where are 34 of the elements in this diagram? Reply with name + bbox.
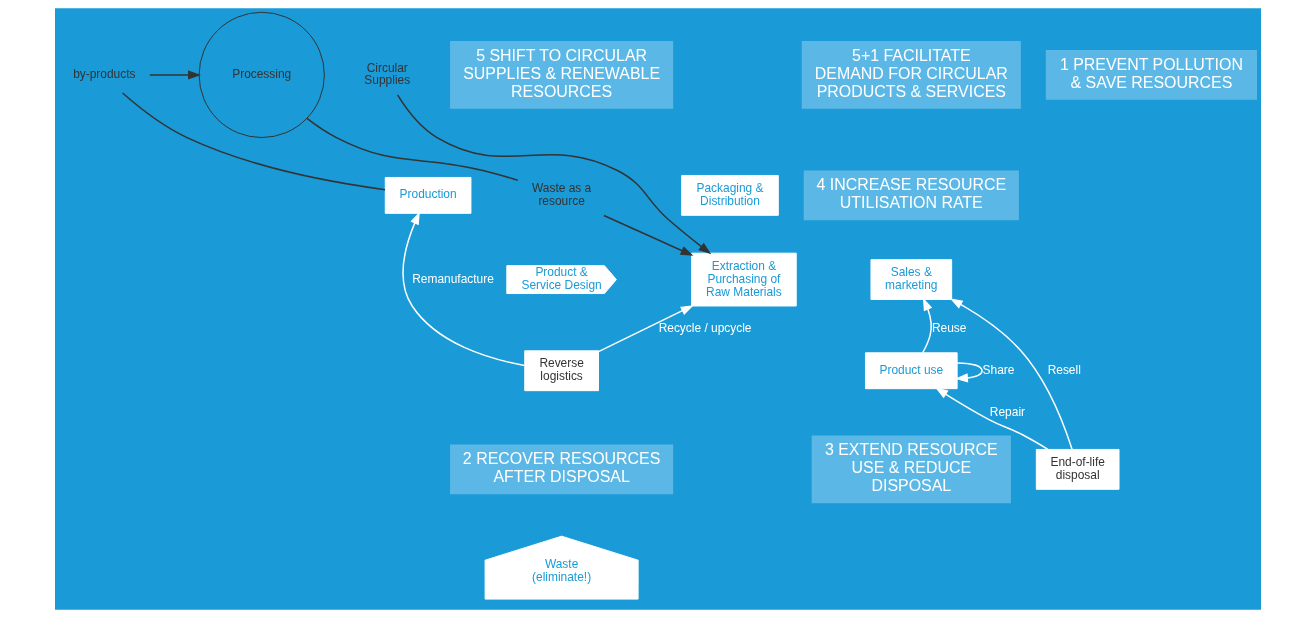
node-box: Product use — [864, 352, 958, 390]
node-circle: Processing — [198, 11, 325, 139]
arrow — [949, 298, 1073, 451]
arrow — [934, 387, 1049, 451]
arrow — [396, 94, 711, 255]
label: 5+1 FACILITATE DEMAND FOR CIRCULAR PRODUCTS & SERVICES — [814, 46, 1008, 100]
edge-label: Resell — [1047, 362, 1081, 377]
edge-label: Remanufacture — [411, 271, 494, 286]
node-text: by-products — [72, 67, 135, 81]
node-text: Waste as a resource — [531, 181, 591, 208]
node-box: Extraction & Purchasing of Raw Materials — [690, 252, 797, 307]
label: 5 SHIFT TO CIRCULAR SUPPLIES & RENEWABLE RESOURCES — [462, 46, 660, 100]
edge-label: Reuse — [931, 320, 966, 335]
node-box: Sales & marketing — [869, 259, 952, 300]
arrow — [602, 214, 693, 256]
node-box: Reverse logistics — [523, 350, 599, 392]
node-box: Production — [384, 176, 471, 214]
arrow — [401, 211, 525, 367]
edge-label: Repair — [989, 405, 1025, 420]
connector — [305, 117, 518, 181]
arrow — [954, 362, 983, 383]
node-text: Circular Supplies — [363, 60, 410, 88]
label: 4 INCREASE RESOURCE UTILISATION RATE — [816, 176, 1006, 212]
label: 2 RECOVER RESOURCES AFTER DISPOSAL — [462, 450, 660, 486]
arrow — [597, 305, 694, 353]
connector — [121, 92, 386, 191]
edge-label: Recycle / upcycle — [658, 320, 752, 335]
label: 1 PREVENT POLLUTION & SAVE RESOURCES — [1059, 55, 1243, 91]
node-box: Packaging & Distribution — [680, 174, 779, 216]
label: 3 EXTEND RESOURCE USE & REDUCE DISPOSAL — [824, 441, 998, 495]
arrow — [148, 70, 201, 80]
node-box: End-of-life disposal — [1035, 448, 1120, 490]
arrow — [921, 297, 932, 354]
edge-label: Share — [982, 362, 1014, 377]
